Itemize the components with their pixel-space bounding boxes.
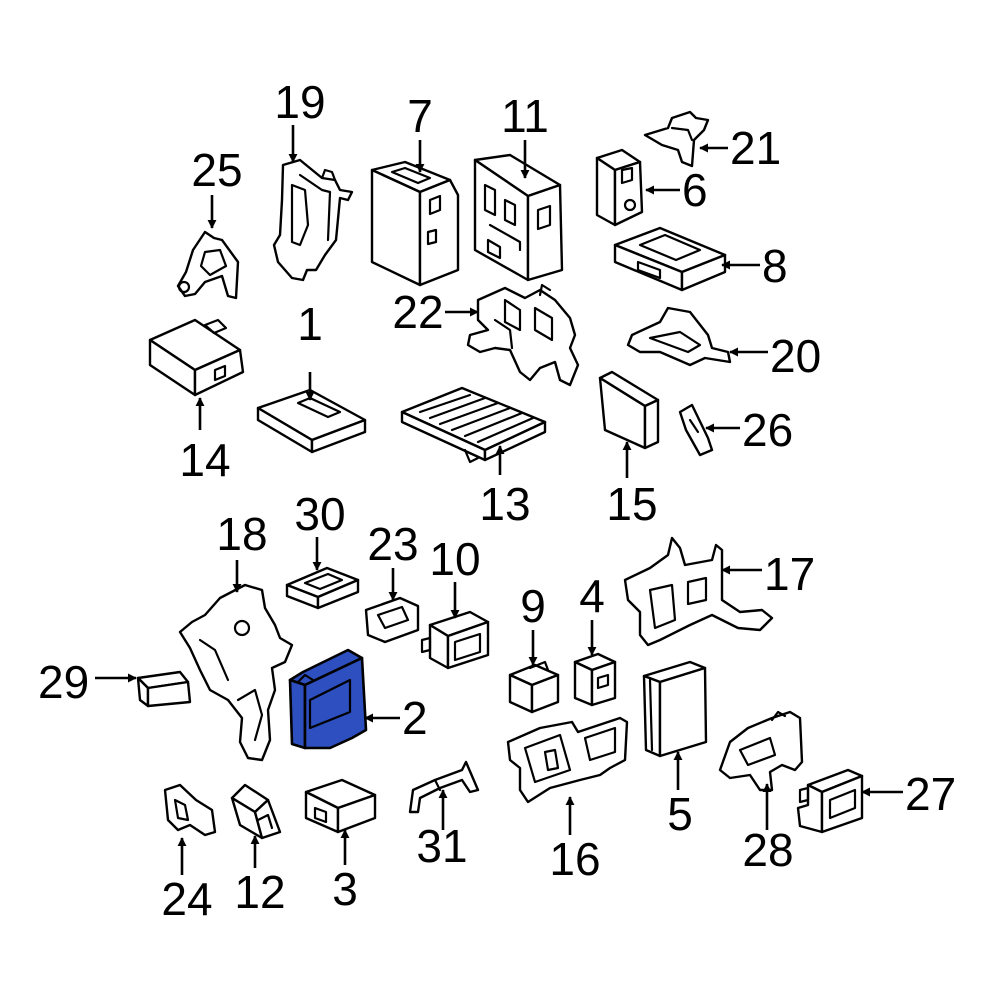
part-10-module[interactable]	[420, 610, 490, 670]
callout-2: 2	[402, 692, 428, 744]
part-16-bracket[interactable]	[506, 716, 629, 804]
part-26-connector[interactable]	[678, 403, 714, 457]
callout-24: 24	[161, 873, 212, 925]
callout-26: 26	[742, 404, 793, 456]
callout-7: 7	[407, 90, 433, 142]
part-14-module[interactable]	[148, 318, 245, 397]
part-1-module[interactable]	[256, 388, 367, 454]
part-22-bracket[interactable]	[466, 283, 580, 387]
part-28-bracket[interactable]	[718, 710, 804, 792]
callout-28: 28	[742, 824, 793, 876]
callout-5: 5	[667, 788, 693, 840]
callout-14: 14	[179, 434, 230, 486]
part-12-module[interactable]	[230, 783, 282, 840]
part-30-module[interactable]	[285, 566, 360, 610]
part-31-bracket[interactable]	[408, 760, 480, 814]
callout-23: 23	[367, 518, 418, 570]
part-7-module[interactable]	[370, 160, 460, 287]
callout-3: 3	[332, 863, 358, 915]
part-25-bracket[interactable]	[176, 230, 240, 300]
callout-27: 27	[905, 768, 956, 820]
part-23-bracket[interactable]	[364, 596, 420, 644]
part-24-connector[interactable]	[163, 783, 217, 837]
callout-31: 31	[416, 820, 467, 872]
callout-9: 9	[520, 580, 546, 632]
part-15-module[interactable]	[598, 370, 660, 450]
callout-16: 16	[549, 833, 600, 885]
part-17-bracket[interactable]	[623, 536, 774, 647]
callout-19: 19	[274, 76, 325, 128]
part-8-module[interactable]	[613, 226, 727, 292]
callout-30: 30	[294, 488, 345, 540]
part-27-module[interactable]	[796, 768, 864, 834]
part-6-module[interactable]	[595, 148, 644, 227]
part-19-bracket[interactable]	[272, 158, 354, 282]
callout-12: 12	[234, 866, 285, 918]
callout-20: 20	[770, 330, 821, 382]
callout-1: 1	[297, 298, 323, 350]
part-2-control-module-highlighted[interactable]	[288, 648, 368, 750]
callout-8: 8	[762, 240, 788, 292]
callout-10: 10	[429, 533, 480, 585]
part-5-module[interactable]	[642, 660, 708, 758]
highlight-fill-front	[288, 678, 307, 750]
callout-6: 6	[682, 164, 708, 216]
callout-13: 13	[479, 478, 530, 530]
part-13-tray[interactable]	[400, 386, 547, 464]
part-3-module[interactable]	[304, 778, 377, 834]
part-18-bracket[interactable]	[178, 583, 294, 762]
callout-labels: 1 2 3 4 5 6 7 8 9 10 11 12 13 14 15 16 1…	[38, 76, 956, 925]
leader-lines	[95, 125, 903, 875]
callout-18: 18	[216, 508, 267, 560]
part-21-bracket[interactable]	[643, 110, 710, 168]
part-4-module[interactable]	[573, 652, 617, 707]
part-9-module[interactable]	[508, 660, 560, 714]
callout-4: 4	[579, 570, 605, 622]
part-29-module[interactable]	[136, 670, 192, 708]
part-20-bracket[interactable]	[626, 306, 732, 367]
callout-21: 21	[730, 122, 781, 174]
callout-22: 22	[392, 286, 443, 338]
callout-11: 11	[501, 90, 549, 142]
callout-25: 25	[191, 144, 242, 196]
part-11-module[interactable]	[473, 153, 564, 282]
callout-29: 29	[38, 656, 89, 708]
callout-15: 15	[606, 478, 657, 530]
callout-17: 17	[764, 548, 815, 600]
